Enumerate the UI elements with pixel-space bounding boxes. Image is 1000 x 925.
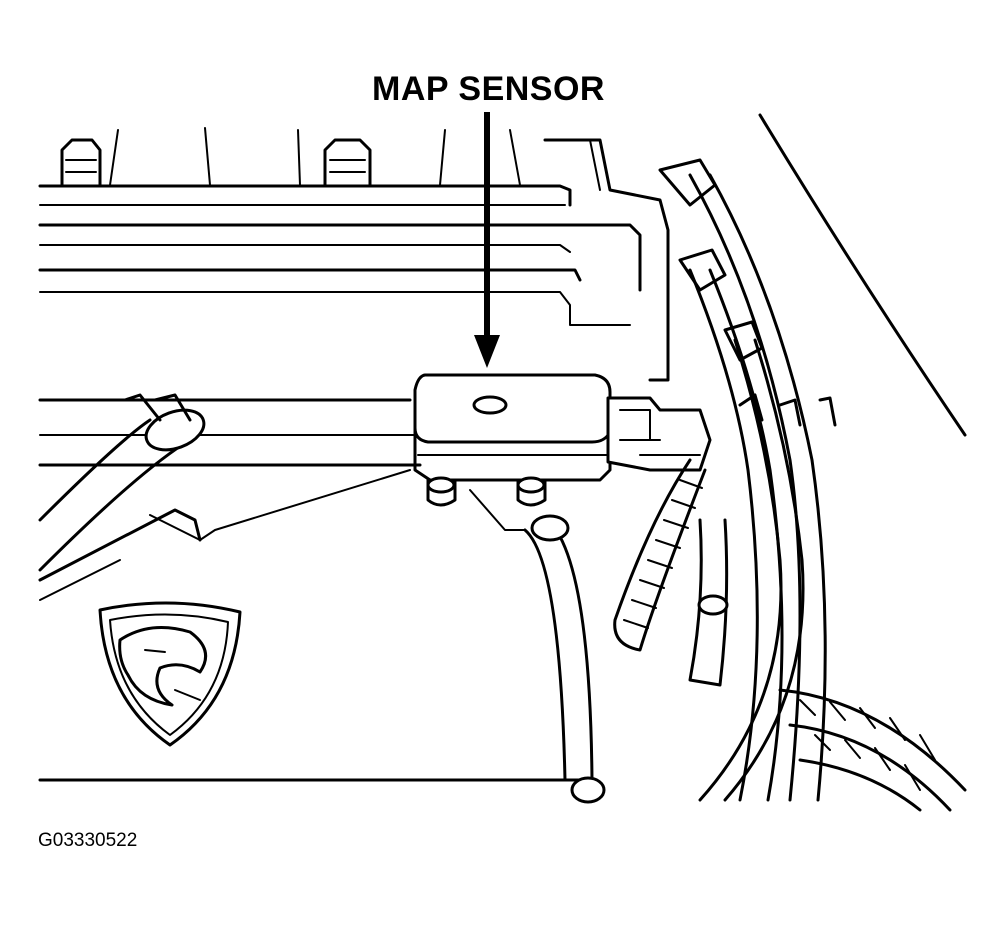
vacuum-hose — [38, 393, 206, 572]
wiring-harness-icon — [778, 688, 967, 812]
map-sensor-label: MAP SENSOR — [372, 70, 605, 108]
wire-loom — [613, 458, 707, 652]
vacuum-tube — [469, 489, 606, 804]
valve-cover-ribs — [38, 138, 670, 382]
spark-plug-wires-icon — [658, 113, 967, 802]
intake-manifold — [38, 398, 592, 782]
figure-id: G03330522 — [38, 830, 138, 851]
viper-emblem-icon — [98, 601, 242, 747]
callout-arrow — [474, 112, 500, 368]
valve-cover-bolts — [60, 127, 521, 187]
map-sensor-icon — [413, 373, 712, 507]
